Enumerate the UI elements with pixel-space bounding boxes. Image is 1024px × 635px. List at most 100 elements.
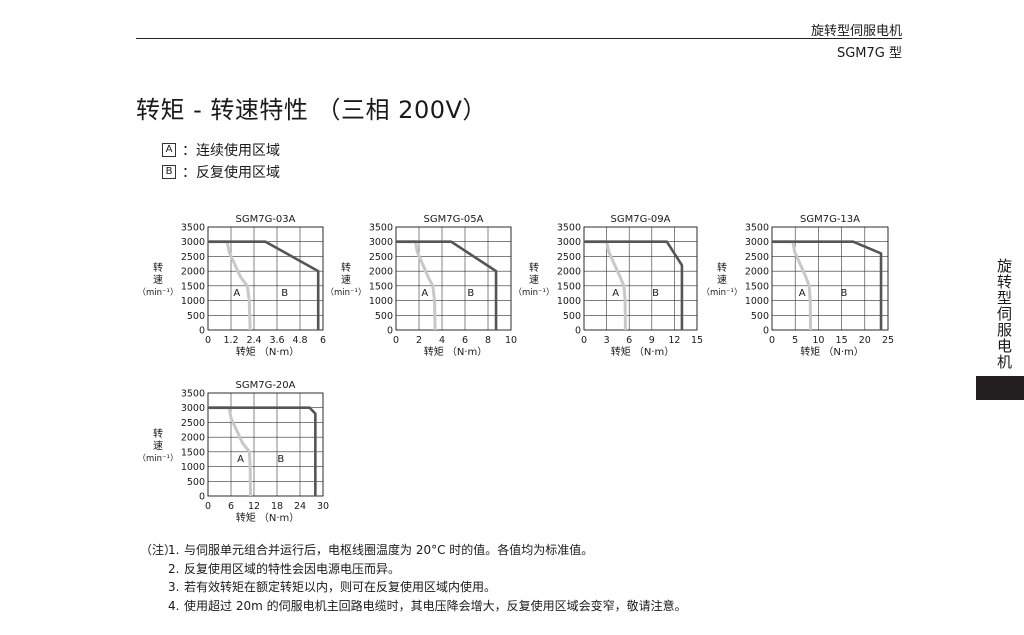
- y-tick-label: 3000: [369, 237, 393, 248]
- legend-repeat: B ：反复使用区域: [162, 162, 280, 182]
- legend-key-b: B: [162, 165, 176, 179]
- y-tick-label: 2500: [181, 418, 205, 429]
- y-axis-label: 速: [529, 274, 539, 286]
- y-tick-label: 1500: [369, 281, 393, 292]
- x-tick-label: 0: [769, 335, 775, 346]
- legend-text-a: ：连续使用区域: [182, 143, 280, 159]
- y-tick-label: 1500: [181, 281, 205, 292]
- y-tick-label: 1500: [745, 281, 769, 292]
- note-2: 2. 反复使用区域的特性会因电源电压而异。: [140, 560, 687, 579]
- x-tick-label: 10: [812, 335, 824, 346]
- y-tick-label: 1000: [181, 462, 205, 473]
- repeat-region-line: [772, 240, 883, 330]
- x-tick-label: 25: [882, 335, 894, 346]
- y-tick-label: 2000: [181, 433, 205, 444]
- note-number: 3.: [168, 580, 180, 594]
- plot-frame: [207, 226, 324, 331]
- x-tick-label: 24: [294, 501, 306, 512]
- notes: （注） 1. 与伺服单元组合并运行后，电枢线圈温度为 20°C 时的值。各值均为…: [140, 541, 687, 615]
- x-tick-label: 18: [271, 501, 283, 512]
- y-tick-label: 500: [563, 311, 581, 322]
- y-tick-label: 2000: [181, 267, 205, 278]
- note-text: 与伺服单元组合并运行后，电枢线圈温度为 20°C 时的值。各值均为标准值。: [184, 543, 594, 557]
- y-tick-label: 1000: [745, 296, 769, 307]
- x-tick-label: 6: [462, 335, 468, 346]
- header-rule: [136, 38, 902, 39]
- x-axis-label: 转矩 （N·m）: [611, 345, 675, 358]
- y-tick-label: 2500: [181, 252, 205, 263]
- x-tick-label: 2.4: [246, 335, 261, 346]
- x-axis-label: 转矩 （N·m）: [800, 345, 864, 358]
- x-tick-label: 12: [668, 335, 680, 346]
- region-label: A: [237, 454, 244, 465]
- plot-frame: [583, 226, 698, 331]
- y-axis-label: （min⁻¹）: [514, 287, 555, 298]
- y-tick-label: 3500: [181, 223, 205, 234]
- chart-title: SGM7G-03A: [235, 214, 295, 225]
- x-tick-label: 3: [604, 335, 610, 346]
- x-tick-label: 0: [581, 335, 587, 346]
- x-tick-label: 6: [320, 335, 326, 346]
- x-tick-label: 0: [205, 501, 211, 512]
- y-tick-label: 0: [199, 326, 205, 337]
- x-axis-label: 转矩 （N·m）: [236, 345, 300, 358]
- y-axis-label: 转: [341, 261, 351, 274]
- x-tick-label: 6: [228, 501, 234, 512]
- y-axis-label: 转: [529, 261, 539, 274]
- x-tick-label: 3.6: [269, 335, 284, 346]
- x-tick-label: 4.8: [292, 335, 307, 346]
- y-axis-label: 转: [153, 261, 163, 274]
- note-3: 3. 若有效转矩在额定转矩以内，则可在反复使用区域内使用。: [140, 578, 687, 597]
- legend-key-a: A: [162, 143, 176, 157]
- y-axis-label: （min⁻¹）: [702, 287, 743, 298]
- y-axis-label: 速: [341, 274, 351, 286]
- region-label: A: [799, 288, 806, 299]
- y-tick-label: 3000: [181, 237, 205, 248]
- notes-prefix: （注）: [140, 543, 177, 557]
- x-tick-label: 2: [416, 335, 422, 346]
- side-tab-label: 旋转型伺服电机: [995, 258, 1013, 370]
- x-tick-label: 0: [205, 335, 211, 346]
- note-1: （注） 1. 与伺服单元组合并运行后，电枢线圈温度为 20°C 时的值。各值均为…: [140, 541, 687, 560]
- x-axis-label: 转矩 （N·m）: [424, 345, 488, 358]
- page-title: 转矩 - 转速特性 （三相 200V）: [136, 96, 487, 124]
- region-label: B: [467, 288, 474, 299]
- x-tick-label: 4: [439, 335, 445, 346]
- x-tick-label: 1.2: [223, 335, 238, 346]
- x-tick-label: 5: [792, 335, 798, 346]
- region-label: A: [421, 288, 428, 299]
- y-tick-label: 0: [763, 326, 769, 337]
- x-tick-label: 30: [317, 501, 329, 512]
- region-label: A: [233, 288, 240, 299]
- y-tick-label: 0: [387, 326, 393, 337]
- note-text: 反复使用区域的特性会因电源电压而异。: [184, 561, 401, 576]
- y-axis-label: （min⁻¹）: [138, 453, 179, 464]
- chart-title: SGM7G-05A: [423, 214, 483, 225]
- header-series-title: 旋转型伺服电机: [810, 24, 902, 39]
- y-tick-label: 1500: [181, 447, 205, 458]
- repeat-region-line: [208, 406, 317, 496]
- repeat-region-line: [208, 240, 320, 330]
- y-axis-label: 速: [153, 274, 163, 286]
- note-text: 使用超过 20m 的伺服电机主回路电缆时，其电压降会增大，反复使用区域会变窄，敬…: [184, 598, 687, 613]
- x-tick-label: 12: [248, 501, 260, 512]
- y-tick-label: 500: [187, 311, 205, 322]
- repeat-region-line: [396, 240, 498, 330]
- note-number: 4.: [168, 598, 180, 613]
- plot-frame: [395, 226, 512, 331]
- y-axis-label: 转: [717, 261, 727, 274]
- y-tick-label: 2500: [557, 252, 581, 263]
- region-label: B: [281, 288, 288, 299]
- y-tick-label: 1000: [181, 296, 205, 307]
- header-model-title: SGM7G 型: [836, 46, 902, 61]
- y-tick-label: 3000: [181, 403, 205, 414]
- legend-continuous: A ：连续使用区域: [162, 140, 280, 160]
- x-tick-label: 15: [836, 335, 848, 346]
- y-axis-label: （min⁻¹）: [326, 287, 367, 298]
- repeat-region-line: [584, 240, 684, 330]
- y-tick-label: 2000: [557, 267, 581, 278]
- y-tick-label: 500: [751, 311, 769, 322]
- region-label: B: [840, 288, 847, 299]
- note-text: 若有效转矩在额定转矩以内，则可在反复使用区域内使用。: [184, 580, 497, 594]
